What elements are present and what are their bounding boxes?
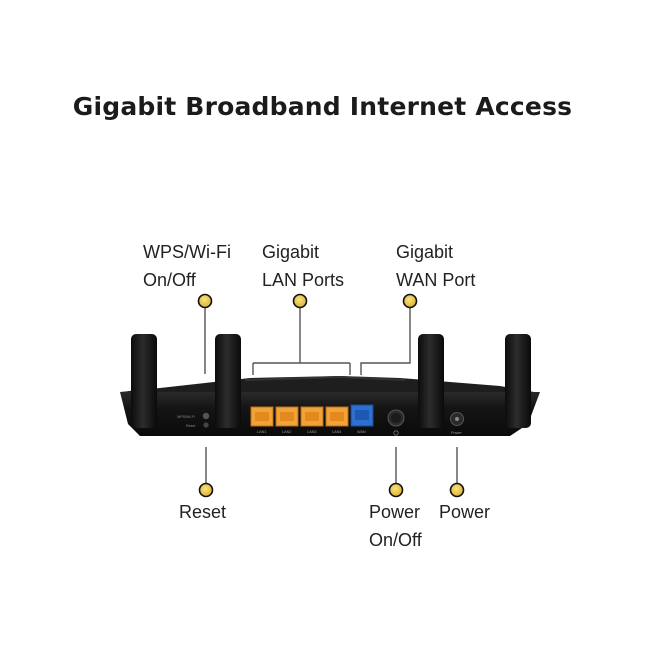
port-label-wan: WAN	[357, 430, 366, 434]
wps-button[interactable]	[202, 412, 210, 420]
lan-port-2[interactable]	[275, 406, 299, 427]
lan-ports-label-line1: Gigabit	[262, 242, 320, 262]
power-callout-dot-icon	[449, 482, 465, 498]
lan-callout-line	[252, 307, 351, 375]
power-switch-label-line1: Power	[369, 502, 421, 522]
wan-callout-line	[360, 307, 411, 375]
power-label: Power	[439, 498, 490, 526]
lan-ports-label: Gigabit LAN Ports	[262, 238, 344, 294]
antenna-right-inner	[418, 334, 444, 428]
lan-port-3[interactable]	[300, 406, 324, 427]
wps-wifi-label-line2: On/Off	[143, 270, 196, 290]
antenna-right-outer	[505, 334, 531, 428]
power-switch-button[interactable]	[387, 409, 405, 427]
power-jack-text: Power	[451, 431, 462, 435]
reset-button[interactable]	[203, 422, 209, 428]
port-label-lan4: LAN4	[332, 430, 342, 434]
reset-button-text: Reset	[186, 424, 195, 428]
reset-callout-dot-icon	[198, 482, 214, 498]
wps-button-text: WPS/Wi-Fi	[177, 415, 195, 419]
port-label-lan2: LAN2	[282, 430, 292, 434]
lan-port-1[interactable]	[250, 406, 274, 427]
lan-port-4[interactable]	[325, 406, 349, 427]
power-switch-label: Power On/Off	[369, 498, 422, 554]
port-label-lan1: LAN1	[257, 430, 267, 434]
wps-wifi-label: WPS/Wi-Fi On/Off	[143, 238, 231, 294]
power-label-line1: Power	[439, 502, 491, 522]
port-label-lan3: LAN3	[307, 430, 317, 434]
lan-ports-label-line2: LAN Ports	[262, 270, 345, 290]
power-switch-callout-dot-icon	[388, 482, 404, 498]
wan-port-label-line2: WAN Port	[396, 270, 476, 290]
wan-port-label: Gigabit WAN Port	[396, 238, 475, 294]
wan-port-label-line1: Gigabit	[396, 242, 454, 262]
wan-callout-dot-icon	[402, 293, 418, 309]
antenna-left-inner	[215, 334, 241, 428]
antenna-left-outer	[131, 334, 157, 428]
wps-wifi-label-line1: WPS/Wi-Fi	[143, 242, 231, 262]
power-switch-label-line2: On/Off	[369, 530, 422, 550]
lan-callout-dot-icon	[292, 293, 308, 309]
page-title: Gigabit Broadband Internet Access	[72, 92, 573, 121]
reset-label-line1: Reset	[179, 502, 227, 522]
wan-port[interactable]	[350, 404, 374, 427]
power-symbol-icon	[393, 430, 399, 436]
power-jack[interactable]	[450, 412, 464, 426]
wps-callout-dot-icon	[197, 293, 213, 309]
reset-label: Reset	[179, 498, 226, 526]
